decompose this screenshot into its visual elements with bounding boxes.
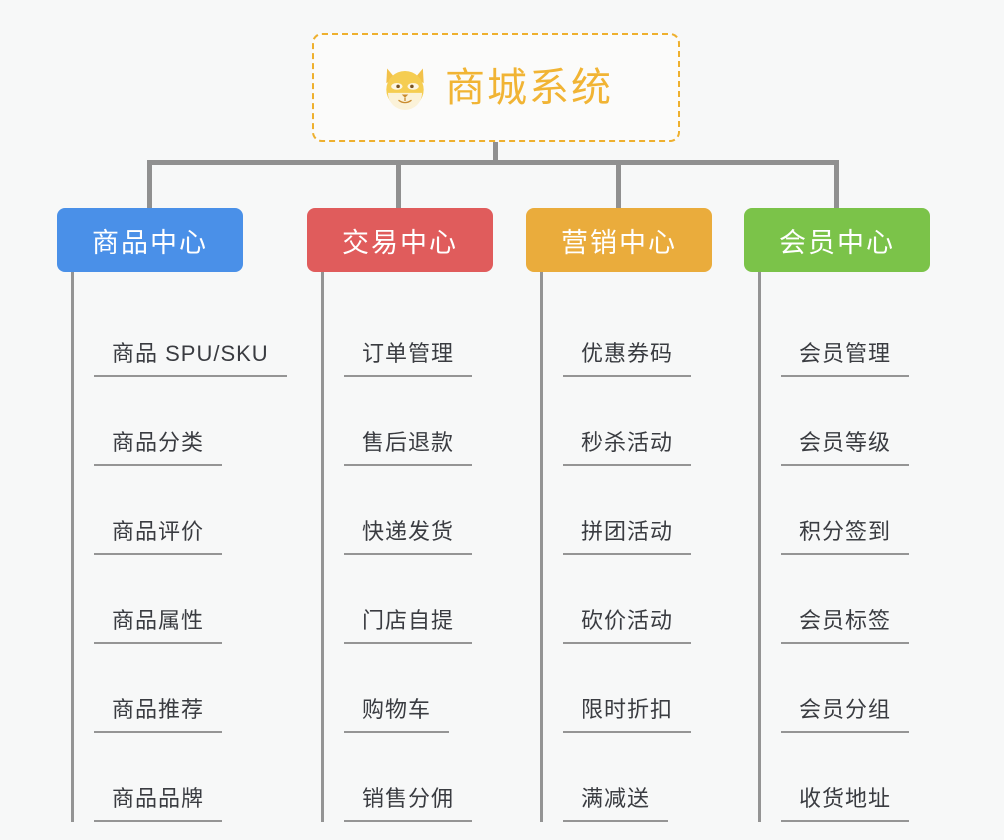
list-item[interactable]: 订单管理 bbox=[344, 288, 527, 377]
leaf-label: 订单管理 bbox=[344, 339, 473, 377]
category-column-product: 商品中心 商品 SPU/SKU 商品分类 商品评价 商品属性 商品推荐 商品品牌 bbox=[57, 208, 307, 822]
leaf-list-marketing: 优惠券码 秒杀活动 拼团活动 砍价活动 限时折扣 满减送 bbox=[540, 272, 744, 822]
list-item[interactable]: 收货地址 bbox=[781, 733, 964, 822]
list-item[interactable]: 砍价活动 bbox=[563, 555, 744, 644]
connector-drop-4 bbox=[834, 160, 839, 210]
leaf-label: 售后退款 bbox=[344, 428, 473, 466]
category-column-trade: 交易中心 订单管理 售后退款 快递发货 门店自提 购物车 销售分佣 bbox=[307, 208, 527, 822]
list-item[interactable]: 积分签到 bbox=[781, 466, 964, 555]
list-item[interactable]: 优惠券码 bbox=[563, 288, 744, 377]
category-header-marketing[interactable]: 营销中心 bbox=[526, 208, 712, 272]
category-header-label: 交易中心 bbox=[342, 227, 458, 258]
list-item[interactable]: 会员分组 bbox=[781, 644, 964, 733]
list-item[interactable]: 商品分类 bbox=[94, 377, 307, 466]
connector-drop-3 bbox=[616, 160, 621, 210]
list-item[interactable]: 门店自提 bbox=[344, 555, 527, 644]
leaf-label: 收货地址 bbox=[781, 784, 910, 822]
leaf-label: 满减送 bbox=[563, 784, 669, 822]
list-item[interactable]: 会员等级 bbox=[781, 377, 964, 466]
category-header-label: 商品中心 bbox=[92, 227, 208, 258]
leaf-label: 会员分组 bbox=[781, 695, 910, 733]
leaf-label: 优惠券码 bbox=[563, 339, 692, 377]
list-item[interactable]: 商品品牌 bbox=[94, 733, 307, 822]
list-item[interactable]: 销售分佣 bbox=[344, 733, 527, 822]
leaf-label: 限时折扣 bbox=[563, 695, 692, 733]
leaf-label: 商品分类 bbox=[94, 428, 223, 466]
leaf-label: 购物车 bbox=[344, 695, 450, 733]
leaf-label: 商品 SPU/SKU bbox=[94, 339, 287, 377]
leaf-label: 商品推荐 bbox=[94, 695, 223, 733]
leaf-label: 会员等级 bbox=[781, 428, 910, 466]
leaf-list-member: 会员管理 会员等级 积分签到 会员标签 会员分组 收货地址 bbox=[758, 272, 964, 822]
list-item[interactable]: 商品 SPU/SKU bbox=[94, 288, 307, 377]
leaf-list-product: 商品 SPU/SKU 商品分类 商品评价 商品属性 商品推荐 商品品牌 bbox=[71, 272, 307, 822]
list-item[interactable]: 售后退款 bbox=[344, 377, 527, 466]
root-title: 商城系统 bbox=[445, 65, 613, 110]
category-header-member[interactable]: 会员中心 bbox=[744, 208, 930, 272]
leaf-label: 秒杀活动 bbox=[563, 428, 692, 466]
list-item[interactable]: 拼团活动 bbox=[563, 466, 744, 555]
leaf-label: 销售分佣 bbox=[344, 784, 473, 822]
list-item[interactable]: 秒杀活动 bbox=[563, 377, 744, 466]
leaf-label: 拼团活动 bbox=[563, 517, 692, 555]
list-item[interactable]: 商品推荐 bbox=[94, 644, 307, 733]
shiba-dog-emoji bbox=[386, 68, 424, 110]
connector-drop-1 bbox=[147, 160, 152, 210]
leaf-label: 门店自提 bbox=[344, 606, 473, 644]
leaf-label: 商品评价 bbox=[94, 517, 223, 555]
connector-horizontal-bus bbox=[147, 160, 838, 165]
root-node[interactable]: 商城系统 bbox=[312, 33, 680, 142]
category-header-label: 会员中心 bbox=[779, 227, 895, 258]
leaf-list-trade: 订单管理 售后退款 快递发货 门店自提 购物车 销售分佣 bbox=[321, 272, 527, 822]
category-header-label: 营销中心 bbox=[561, 227, 677, 258]
list-item[interactable]: 限时折扣 bbox=[563, 644, 744, 733]
leaf-label: 砍价活动 bbox=[563, 606, 692, 644]
list-item[interactable]: 商品评价 bbox=[94, 466, 307, 555]
category-header-product[interactable]: 商品中心 bbox=[57, 208, 243, 272]
list-item[interactable]: 商品属性 bbox=[94, 555, 307, 644]
category-column-marketing: 营销中心 优惠券码 秒杀活动 拼团活动 砍价活动 限时折扣 满减送 bbox=[526, 208, 744, 822]
leaf-label: 商品属性 bbox=[94, 606, 223, 644]
category-header-trade[interactable]: 交易中心 bbox=[307, 208, 493, 272]
category-column-member: 会员中心 会员管理 会员等级 积分签到 会员标签 会员分组 收货地址 bbox=[744, 208, 964, 822]
leaf-label: 快递发货 bbox=[344, 517, 473, 555]
connector-drop-2 bbox=[396, 160, 401, 210]
list-item[interactable]: 会员标签 bbox=[781, 555, 964, 644]
list-item[interactable]: 会员管理 bbox=[781, 288, 964, 377]
leaf-label: 积分签到 bbox=[781, 517, 910, 555]
leaf-label: 会员管理 bbox=[781, 339, 910, 377]
list-item[interactable]: 购物车 bbox=[344, 644, 527, 733]
leaf-label: 商品品牌 bbox=[94, 784, 223, 822]
leaf-label: 会员标签 bbox=[781, 606, 910, 644]
connector-root-stub bbox=[493, 142, 498, 164]
list-item[interactable]: 快递发货 bbox=[344, 466, 527, 555]
list-item[interactable]: 满减送 bbox=[563, 733, 744, 822]
